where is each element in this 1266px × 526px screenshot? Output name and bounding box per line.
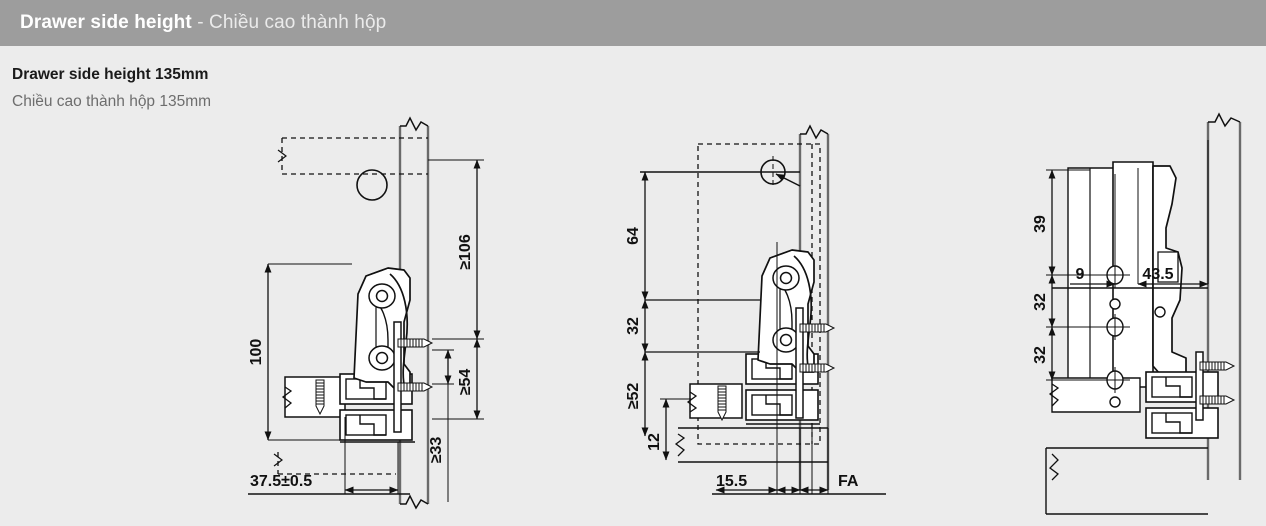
dimension-label-fa: FA	[838, 473, 859, 490]
dimension-12: 12	[646, 398, 692, 461]
drawings-svg: 100 ≥106 ≥54 ≥33	[248, 112, 1242, 515]
dimension-label-32-right-lower: 32	[1032, 346, 1049, 364]
mounting-screws	[393, 321, 433, 433]
header-title-vi: Chiều cao thành hộp	[209, 12, 387, 33]
drawing-right-section-view: 9 43.5 39 32 32	[1032, 112, 1242, 515]
dimension-label-32-middle: 32	[625, 317, 642, 335]
dimension-label-12: 12	[646, 433, 663, 451]
header-title: Drawer side height - Chiều cao thành hộp	[20, 12, 386, 34]
dimension-label-32-right-upper: 32	[1032, 293, 1049, 311]
dimension-gte106: ≥106	[428, 159, 484, 340]
reference-outline	[697, 143, 821, 445]
side-bracket-middle	[757, 249, 815, 373]
dimension-gte33: ≥33	[428, 349, 454, 502]
dimension-64: 64	[625, 171, 760, 301]
dimension-32-right-upper: 32	[1032, 274, 1110, 328]
technical-drawing-area: 100 ≥106 ≥54 ≥33	[0, 112, 1266, 526]
dimension-label-gte106: ≥106	[457, 234, 474, 270]
dimension-39: 39	[1032, 169, 1110, 276]
dimension-100: 100	[248, 263, 352, 441]
dimension-label-39: 39	[1032, 215, 1049, 233]
dimension-gte54: ≥54	[432, 338, 484, 420]
drawer-front-outline-bottom	[273, 452, 396, 475]
dimension-label-37-5: 37.5±0.5	[250, 473, 312, 490]
dimension-32-middle: 32	[625, 299, 760, 353]
drawer-bottom-panel-middle	[686, 383, 743, 421]
crosshair-target	[640, 156, 801, 188]
drawing-middle-section-view: 64 32 ≥52 12	[625, 124, 886, 495]
caption-vietnamese: Chiều cao thành hộp 135mm	[12, 93, 212, 110]
dimension-gte52: ≥52	[625, 351, 649, 437]
header-title-separator: -	[197, 12, 204, 33]
dimension-label-gte33: ≥33	[428, 437, 445, 464]
dimension-label-100: 100	[248, 339, 265, 366]
caption-english: Drawer side height 135mm	[12, 66, 209, 83]
mounting-screws-middle	[795, 307, 835, 419]
page-header-bar: Drawer side height - Chiều cao thành hộp	[0, 0, 1266, 46]
mounting-screws-right	[1195, 351, 1235, 421]
drawer-bottom-panel	[281, 376, 346, 418]
dimension-label-15-5: 15.5	[716, 473, 747, 490]
cabinet-base-lines	[674, 427, 828, 463]
header-title-en: Drawer side height	[20, 12, 192, 33]
dimension-label-gte54: ≥54	[457, 369, 474, 396]
dimension-label-64: 64	[625, 227, 642, 245]
dimension-bottom-middle: 15.5 FA	[712, 242, 886, 495]
dimension-32-right-lower: 32	[1032, 326, 1110, 381]
dimension-37-5: 37.5±0.5	[248, 417, 410, 495]
dimension-label-gte52: ≥52	[625, 383, 642, 410]
drawing-front-section-view: 100 ≥106 ≥54 ≥33	[248, 116, 484, 510]
knob-circle	[356, 169, 388, 201]
dimension-label-43-5: 43.5	[1142, 266, 1173, 283]
drawer-front-outline-top	[277, 137, 428, 175]
drawer-side-wall-lower	[1048, 377, 1141, 413]
cabinet-base-right	[1045, 447, 1208, 515]
